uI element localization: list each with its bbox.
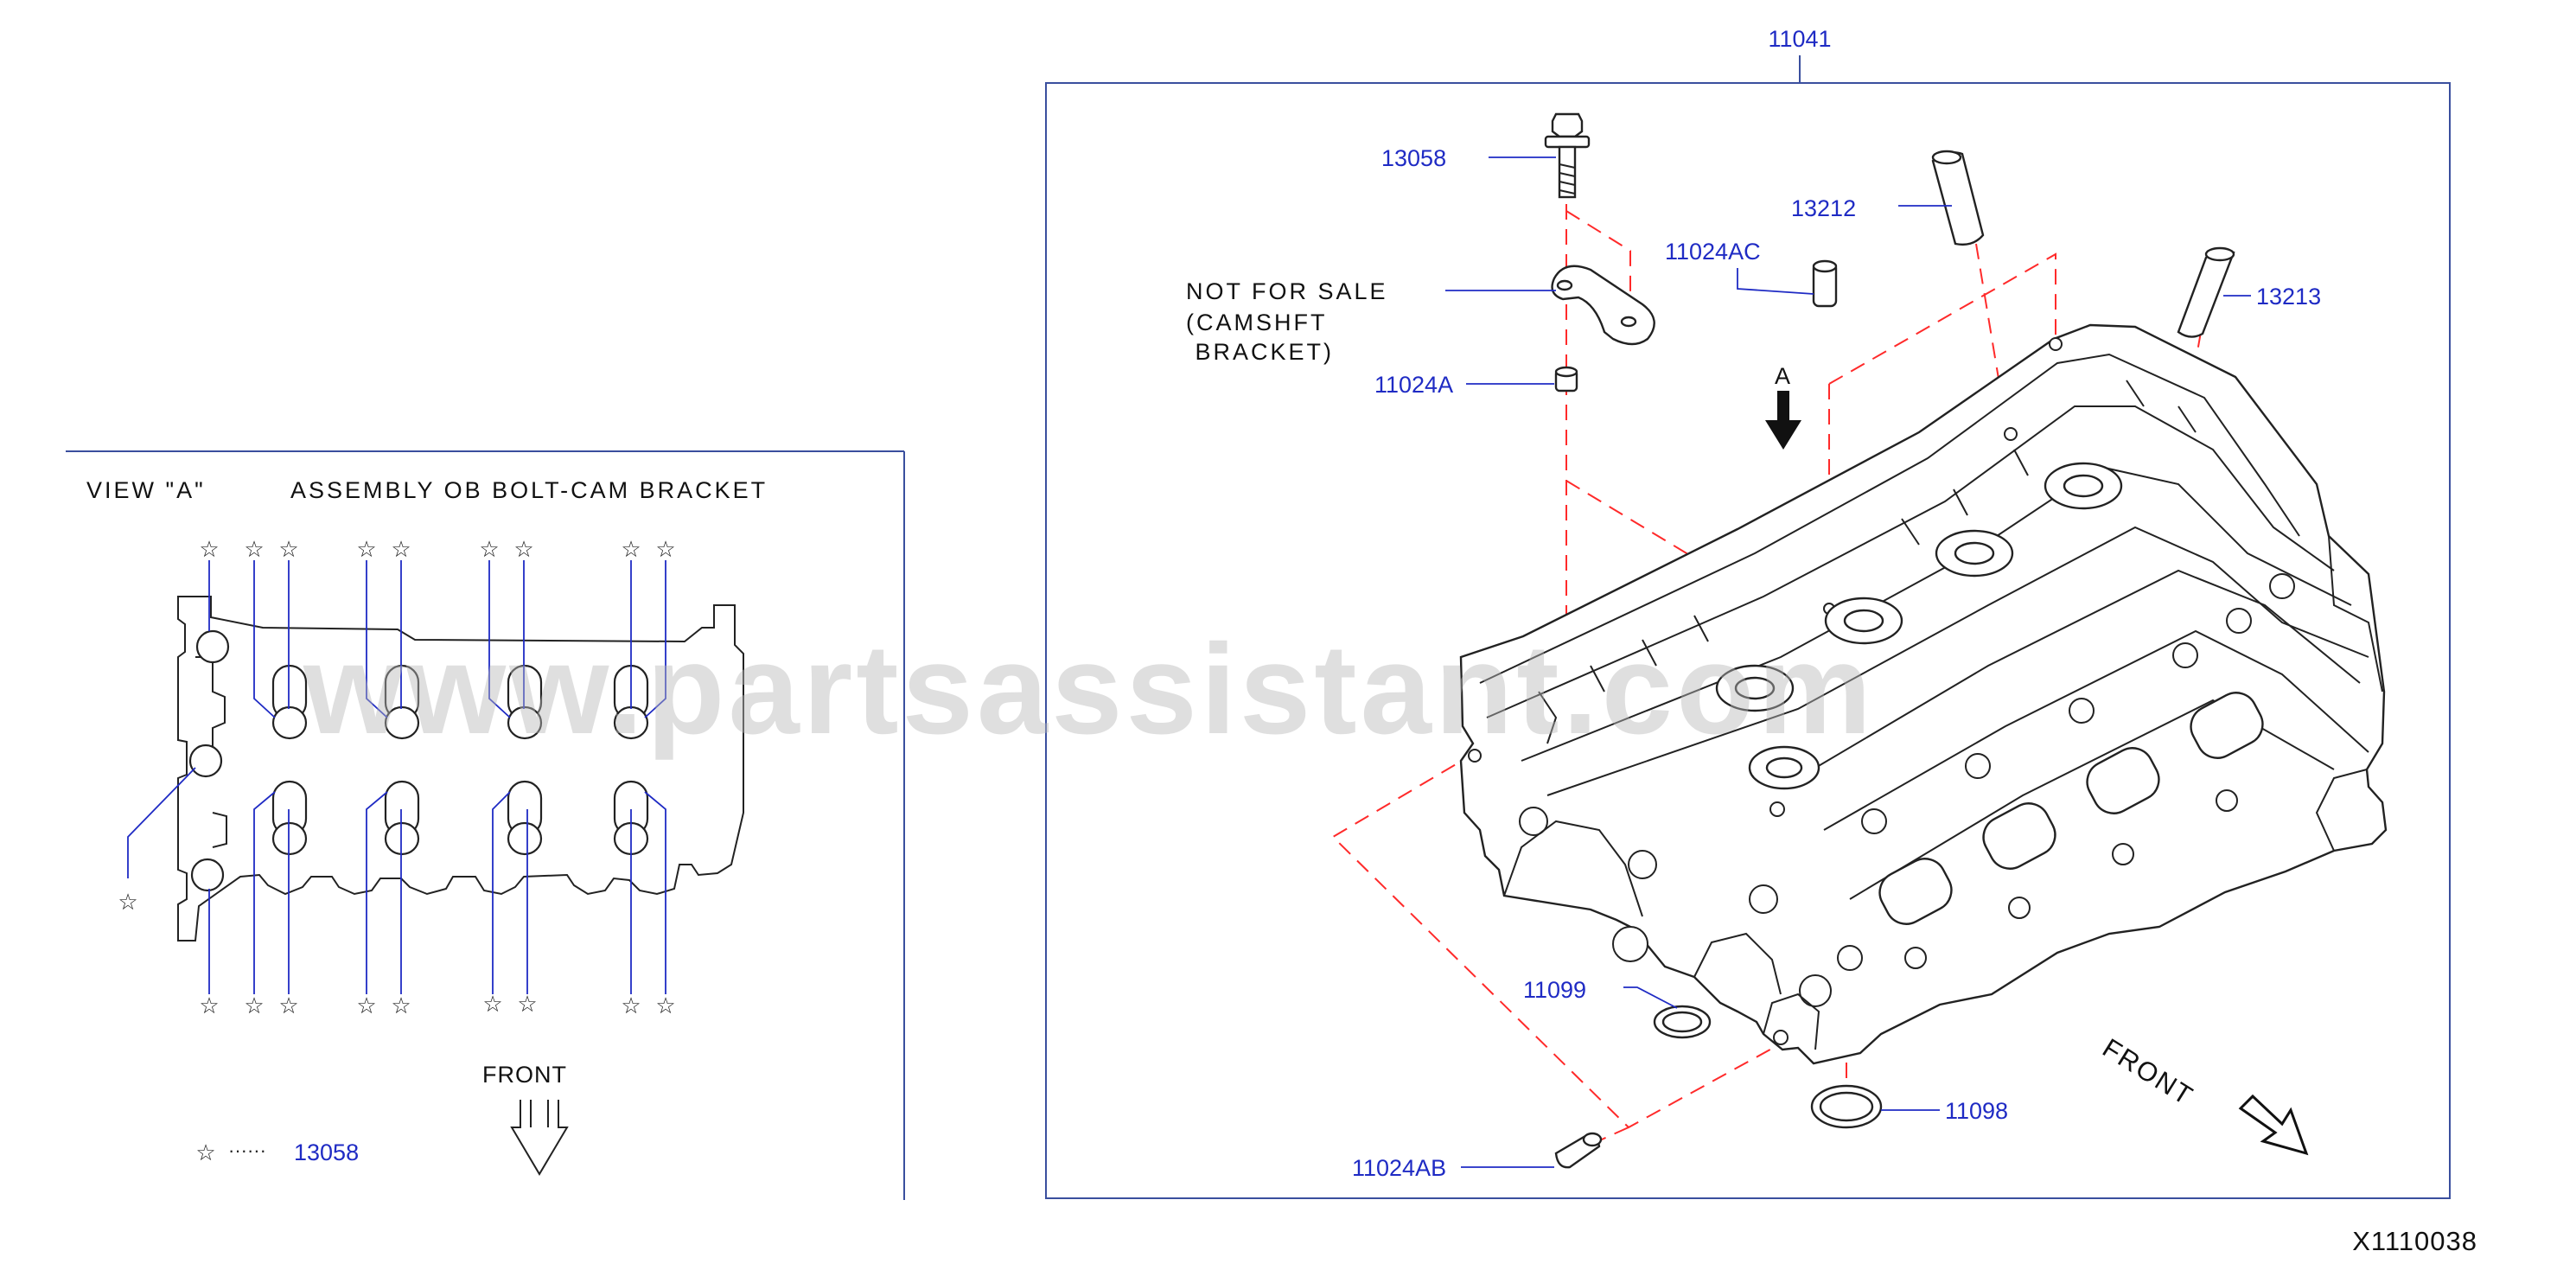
seal-11098	[1810, 1084, 1883, 1129]
view-a-front-arrow-icon	[510, 1100, 569, 1176]
star-icon: ☆	[278, 537, 298, 563]
bolt-hole	[188, 744, 223, 778]
front-arrow-icon	[2238, 1094, 2309, 1156]
view-a-leader-lines	[127, 560, 666, 994]
bolt-hole-pair-1	[271, 664, 308, 740]
star-icon: ☆	[517, 992, 537, 1018]
star-icon: ☆	[621, 993, 641, 1019]
callout-11099: 11099	[1523, 977, 1586, 1003]
bolt-hole-pair-5	[271, 780, 308, 856]
bolt-hole	[190, 858, 225, 892]
front-label-main: FRONT	[2097, 1032, 2199, 1112]
guide-13213	[2177, 246, 2235, 338]
star-icon: ☆	[244, 537, 264, 563]
figure-id: X1110038	[2352, 1226, 2477, 1256]
main-part-number: 11041	[1768, 26, 1831, 52]
bolt-13058	[1544, 112, 1591, 199]
guide-13212	[1931, 150, 1985, 246]
star-icon: ☆	[278, 993, 298, 1019]
callout-11024AC: 11024AC	[1665, 239, 1761, 265]
star-icon: ☆	[199, 993, 219, 1019]
star-icon: ☆	[655, 537, 675, 563]
legend-part-number: 13058	[294, 1139, 359, 1165]
star-icon: ☆	[356, 537, 376, 563]
legend-star-icon: ☆	[195, 1140, 215, 1166]
bolt-hole	[195, 629, 230, 664]
bolt-hole-pair-7	[507, 780, 543, 856]
view-a-front-label: FRONT	[482, 1062, 567, 1088]
leader-11099	[1623, 986, 1678, 1009]
star-icon: ☆	[655, 993, 675, 1019]
callout-13213: 13213	[2256, 284, 2321, 310]
view-a-arrow-icon	[1765, 391, 1801, 450]
star-icon: ☆	[244, 993, 264, 1019]
star-icon: ☆	[199, 537, 219, 563]
bolt-hole-pair-2	[384, 664, 420, 740]
cam-journals	[1715, 462, 2123, 790]
dowel-11024AB	[1554, 1132, 1603, 1169]
cylinder-head-body	[1459, 323, 2388, 1065]
callout-11024AB: 11024AB	[1352, 1155, 1446, 1181]
not-for-sale-line-3: BRACKET)	[1186, 339, 1334, 365]
star-icon: ☆	[621, 537, 641, 563]
star-icon: ☆	[482, 992, 502, 1018]
view-a-head-outline	[177, 596, 744, 942]
watermark: www.partsassistant.com	[303, 618, 1875, 761]
camshaft-bracket	[1551, 265, 1655, 346]
bolt-hole-pair-3	[507, 664, 543, 740]
main-exploded-view: 11041	[1045, 26, 2451, 1199]
view-a-assembly-title: ASSEMBLY OB BOLT-CAM BRACKET	[290, 477, 768, 503]
star-icon: ☆	[118, 890, 137, 916]
main-frame	[1045, 82, 2451, 1199]
star-icon: ☆	[391, 993, 411, 1019]
callout-11024A: 11024A	[1374, 372, 1453, 398]
star-icon: ☆	[513, 537, 533, 563]
legend-dots: ······	[228, 1139, 266, 1161]
callout-13058: 13058	[1381, 145, 1446, 171]
bolt-hole-pair-8	[613, 780, 649, 856]
leader-11024AC	[1737, 268, 1814, 295]
dowel-11024AC	[1812, 259, 1838, 308]
view-arrow-label: A	[1775, 363, 1790, 389]
bolt-hole-pair-6	[384, 780, 420, 856]
seal-11099	[1653, 1005, 1712, 1039]
star-icon: ☆	[479, 537, 499, 563]
exhaust-ports	[1878, 692, 2264, 925]
callout-13212: 13212	[1791, 195, 1856, 221]
view-a-star-markers: ☆ ☆ ☆ ☆ ☆ ☆ ☆ ☆ ☆ ☆ ☆ ☆ ☆ ☆ ☆ ☆ ☆ ☆ ☆	[118, 537, 675, 1019]
star-icon: ☆	[391, 537, 411, 563]
star-icon: ☆	[356, 993, 376, 1019]
view-a-inset: VIEW "A" ASSEMBLY OB BOLT-CAM BRACKET	[66, 450, 905, 1200]
not-for-sale-note: NOT FOR SALE (CAMSHFT BRACKET)	[1186, 278, 1388, 365]
bolt-bosses	[1468, 337, 2295, 1045]
not-for-sale-line-2: (CAMSHFT	[1186, 310, 1327, 335]
not-for-sale-line-1: NOT FOR SALE	[1186, 278, 1388, 304]
view-a-bolt-holes	[188, 629, 649, 892]
view-a-title: VIEW "A"	[86, 477, 206, 503]
dowel-11024A	[1554, 366, 1578, 393]
callout-11098: 11098	[1945, 1098, 2008, 1124]
